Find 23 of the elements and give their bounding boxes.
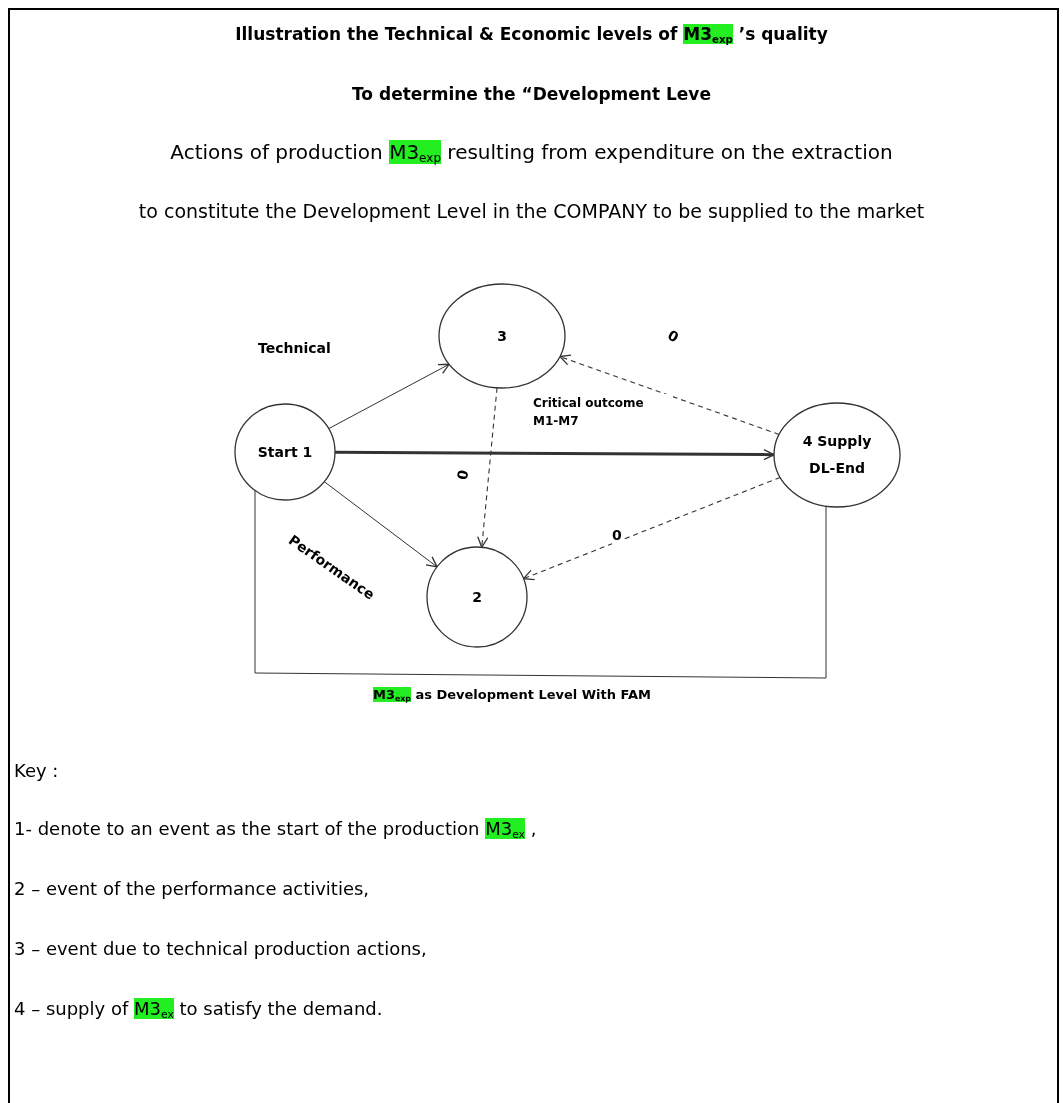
arrow [559, 354, 780, 435]
arrow [477, 387, 498, 548]
arrow [323, 481, 438, 568]
key-item: 2 – event of the performance activities, [14, 878, 370, 900]
node-label: Start 1 [256, 442, 314, 462]
subtitle: To determine the “Development Leve [351, 84, 712, 105]
edge-label: 0 [452, 468, 473, 482]
connector-line [254, 489, 827, 679]
arrow [328, 363, 450, 430]
key-item: 1- denote to an event as the start of the production M3$_{ex}$ , [14, 818, 537, 842]
edge-label: M3$_{exp}$ as Development Level With FAM [373, 685, 651, 705]
description-text: Actions of production M3$_{exp}$ resulting from expenditure on the extraction [169, 140, 894, 166]
description-text: to constitute the Development Level in the COMPANY to be supplied to the market [137, 200, 926, 223]
key-item: 4 – supply of M3$_{ex}$ to satisfy the demand. [14, 998, 383, 1022]
node-label: 4 Supply DL-End [801, 432, 873, 478]
arrow [335, 448, 775, 461]
node-label: 3 [496, 326, 508, 346]
key-item: 3 – event due to technical production actions, [14, 938, 427, 960]
arrow [522, 476, 781, 581]
key-heading: Key : [14, 760, 59, 782]
title: Illustration the Technical & Economic levels of M3$_{exp}$ ’s quality [234, 24, 829, 46]
edge-label: 0 [664, 325, 683, 348]
node-label: 2 [471, 587, 483, 607]
